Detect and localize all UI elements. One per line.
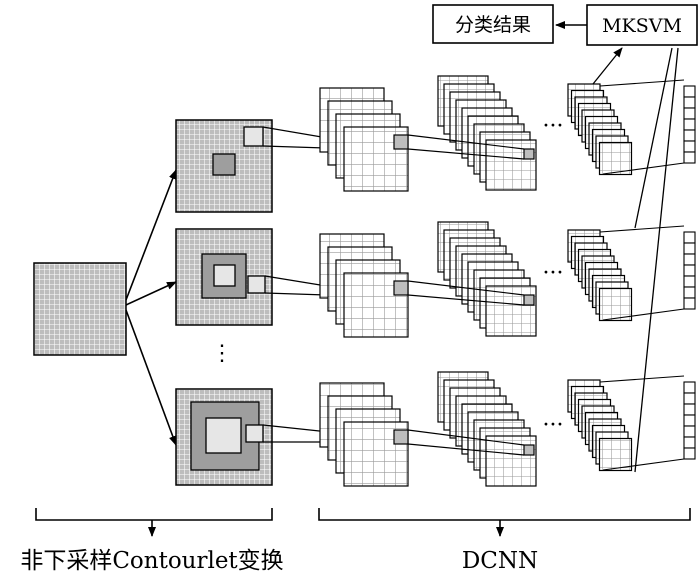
fc-unit [683,286,696,299]
subband-3-patch [245,424,264,443]
layer1-stack-1 [319,87,409,192]
result-box: 分类结果 [432,4,554,44]
fc-unit [683,264,696,277]
fc-unit [683,297,696,310]
arrow-to-subband-1 [125,169,177,301]
horizontal-ellipsis-1: ··· [543,114,564,139]
fc-unit [683,381,696,394]
horizontal-ellipsis-3: ··· [543,413,564,438]
vertical-ellipsis: ⋮ [211,341,233,366]
fc-unit [683,96,696,109]
mksvm-box: MKSVM [586,4,698,46]
feature-lines-to-mksvm [592,47,679,473]
fc-unit [683,140,696,153]
layer2-stack-1-kernel [523,148,535,160]
layer3-stack-3-map [598,437,633,472]
branch-arrows [125,169,177,446]
subband-2-patch [247,275,266,294]
subband-1-center [212,153,236,176]
layer1-stack-2 [319,233,409,338]
result-label: 分类结果 [455,14,531,36]
layer3-stack-2 [567,229,633,322]
fc-unit [683,107,696,120]
layer2-stack-3-kernel [523,444,535,456]
fc-unit [683,425,696,438]
fc-unit [683,231,696,244]
fc-unit [683,151,696,164]
layer1-stack-1-kernel [393,134,409,150]
brace-network [318,508,691,537]
input-image [33,262,127,356]
fc-unit [683,129,696,142]
fc-column-2 [599,225,696,321]
layer2-stack-3 [437,371,537,487]
layer3-stack-1 [567,83,633,176]
horizontal-ellipsis-2: ··· [543,261,564,286]
fc-unit [683,253,696,266]
layer1-stack-3 [319,382,409,487]
conv-stacks-layer-1 [319,87,409,487]
layer2-stack-1 [437,75,537,191]
fc-unit [683,392,696,405]
arrow-to-subband-3 [125,309,177,446]
arrow-to-subband-2 [125,281,177,306]
caption-decomposition: 非下采样Contourlet变换 [20,548,283,574]
layer3-stack-3 [567,379,633,472]
subband-2-center [213,264,236,287]
fc-unit [683,436,696,449]
layer2-stack-2 [437,221,537,337]
layer1-stack-3-kernel [393,429,409,445]
layer2-stack-2-map [485,285,537,337]
mksvm-label: MKSVM [602,15,682,37]
layer3-stack-2-map [598,287,633,322]
subband-3 [175,388,273,486]
layer2-stack-2-kernel [523,294,535,306]
layer2-stack-3-map [485,435,537,487]
subband-3-center [205,417,242,454]
projection-lines-2 [407,134,525,456]
fc-column-3 [599,375,696,471]
fc-column-1 [599,79,696,175]
layer3-stack-1-map [598,141,633,176]
subband-1-patch [243,126,264,147]
brace-decomposition [35,508,273,537]
layer1-stack-2-kernel [393,280,409,296]
conv-stacks-layer-3 [567,83,633,472]
fc-unit [683,414,696,427]
subband-1 [175,119,273,213]
fc-unit [683,118,696,131]
conv-stacks-layer-2 [407,75,537,487]
fc-unit [683,403,696,416]
caption-network: DCNN [462,548,538,574]
fc-unit [683,242,696,255]
subband-2 [175,228,273,326]
fully-connected-outputs [599,79,696,471]
fc-unit [683,447,696,460]
fc-unit [683,275,696,288]
layer2-stack-1-map [485,139,537,191]
fc-unit [683,85,696,98]
